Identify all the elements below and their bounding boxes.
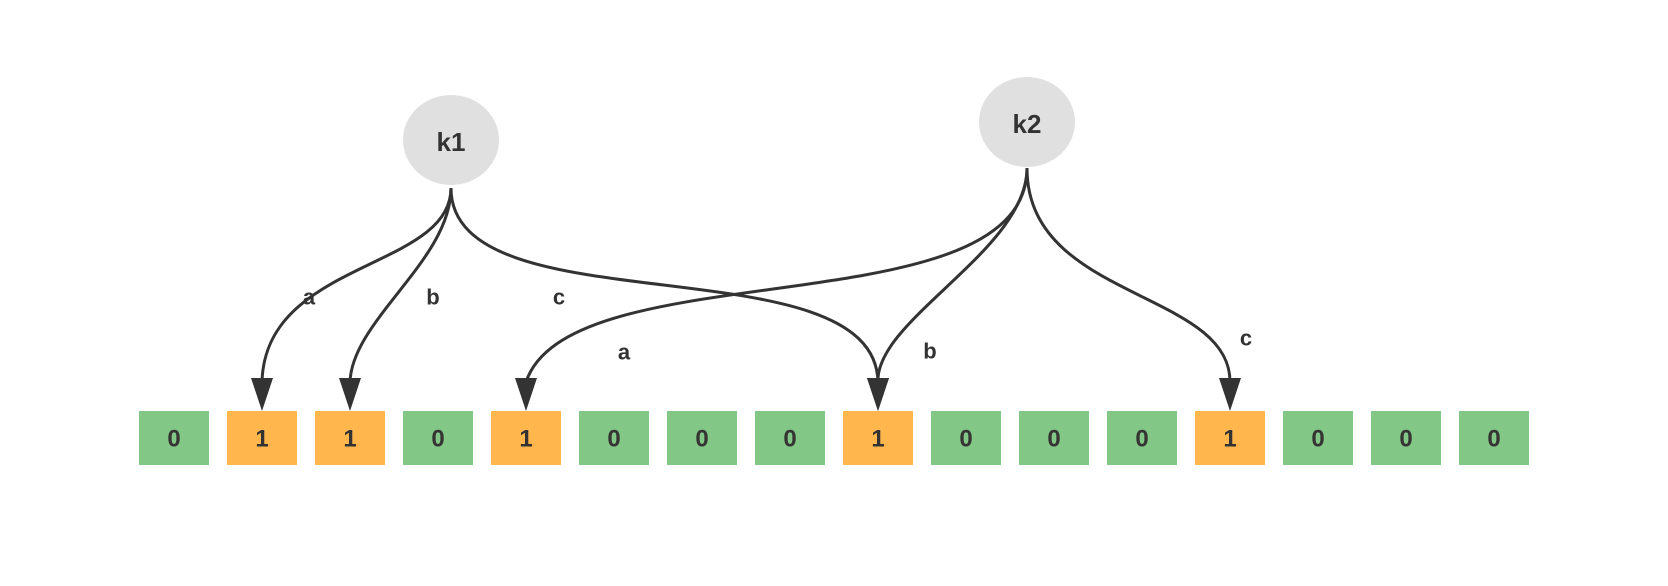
bit-cell-value: 1: [343, 426, 356, 453]
bit-cell-unset: [139, 411, 209, 465]
bit-cell-value: 0: [431, 426, 444, 453]
bit-cell-value: 0: [1399, 426, 1412, 453]
bit-cell: 1: [227, 411, 297, 465]
hash-edge-label: c: [553, 285, 565, 310]
bit-cell: 0: [667, 411, 737, 465]
arrowhead-icon: [339, 378, 361, 411]
hash-edge-line: [524, 167, 1029, 383]
bit-cell-set: [315, 411, 385, 465]
hash-edge-label: b: [426, 285, 439, 310]
bit-cell: 0: [755, 411, 825, 465]
bit-cell-unset: [755, 411, 825, 465]
key-nodes: k1 k2: [403, 77, 1075, 185]
bit-cell-unset: [1283, 411, 1353, 465]
bit-cell-set: [843, 411, 913, 465]
bit-cell-value: 1: [519, 426, 532, 453]
bit-cell-unset: [1107, 411, 1177, 465]
bit-cell: 0: [1371, 411, 1441, 465]
bit-cell: 0: [1283, 411, 1353, 465]
key-node-label: k1: [437, 127, 466, 157]
bit-cell-unset: [1019, 411, 1089, 465]
bit-array: 0 1 1 0 1 0 0 0 1 0 0 0 1 0 0 0: [139, 411, 1529, 465]
hash-edge-label: a: [618, 340, 631, 365]
bit-cell-unset: [1371, 411, 1441, 465]
bit-cell: 0: [579, 411, 649, 465]
bit-cell-value: 0: [783, 426, 796, 453]
hash-edge-label: b: [923, 339, 936, 364]
key-node: k1: [403, 95, 499, 185]
bit-cell: 0: [1019, 411, 1089, 465]
bit-cell: 0: [1459, 411, 1529, 465]
key-node: k2: [979, 77, 1075, 167]
bit-cell-set: [491, 411, 561, 465]
bit-cell-value: 1: [871, 426, 884, 453]
bit-cell-unset: [667, 411, 737, 465]
bit-cell-value: 0: [959, 426, 972, 453]
bit-cell-unset: [1459, 411, 1529, 465]
bit-cell-value: 0: [167, 426, 180, 453]
bit-cell-value: 0: [1135, 426, 1148, 453]
bit-cell: 0: [1107, 411, 1177, 465]
bit-cell-unset: [403, 411, 473, 465]
key-node-circle: [979, 77, 1075, 167]
bit-cell: 1: [315, 411, 385, 465]
key-node-circle: [403, 95, 499, 185]
bit-cell-value: 0: [1047, 426, 1060, 453]
hash-edge-line: [449, 187, 880, 383]
bit-cell-value: 1: [255, 426, 268, 453]
bit-cell: 1: [1195, 411, 1265, 465]
bit-cell: 0: [139, 411, 209, 465]
bit-cell: 0: [403, 411, 473, 465]
arrowhead-icon: [515, 378, 537, 411]
bit-cell-unset: [931, 411, 1001, 465]
bit-cell-unset: [579, 411, 649, 465]
bit-cell: 0: [931, 411, 1001, 465]
bit-cell: 1: [491, 411, 561, 465]
bit-cell-value: 0: [695, 426, 708, 453]
hash-edge-line: [348, 187, 453, 383]
hash-edge-label: c: [1240, 326, 1252, 351]
bit-cell-value: 1: [1223, 426, 1236, 453]
bit-cell-value: 0: [607, 426, 620, 453]
key-node-label: k2: [1013, 109, 1042, 139]
hash-edges: a b c a b c: [251, 167, 1252, 411]
hash-edge-line: [1025, 167, 1232, 383]
bit-cell-value: 0: [1487, 426, 1500, 453]
bit-cell: 1: [843, 411, 913, 465]
hash-edge-line: [876, 167, 1029, 383]
bit-cell-set: [227, 411, 297, 465]
arrowhead-icon: [867, 378, 889, 411]
hash-edge-label: a: [303, 285, 316, 310]
arrowhead-icon: [251, 378, 273, 411]
bit-cell-set: [1195, 411, 1265, 465]
bit-cell-value: 0: [1311, 426, 1324, 453]
hash-edge-line: [260, 187, 453, 383]
arrowhead-icon: [1219, 378, 1241, 411]
